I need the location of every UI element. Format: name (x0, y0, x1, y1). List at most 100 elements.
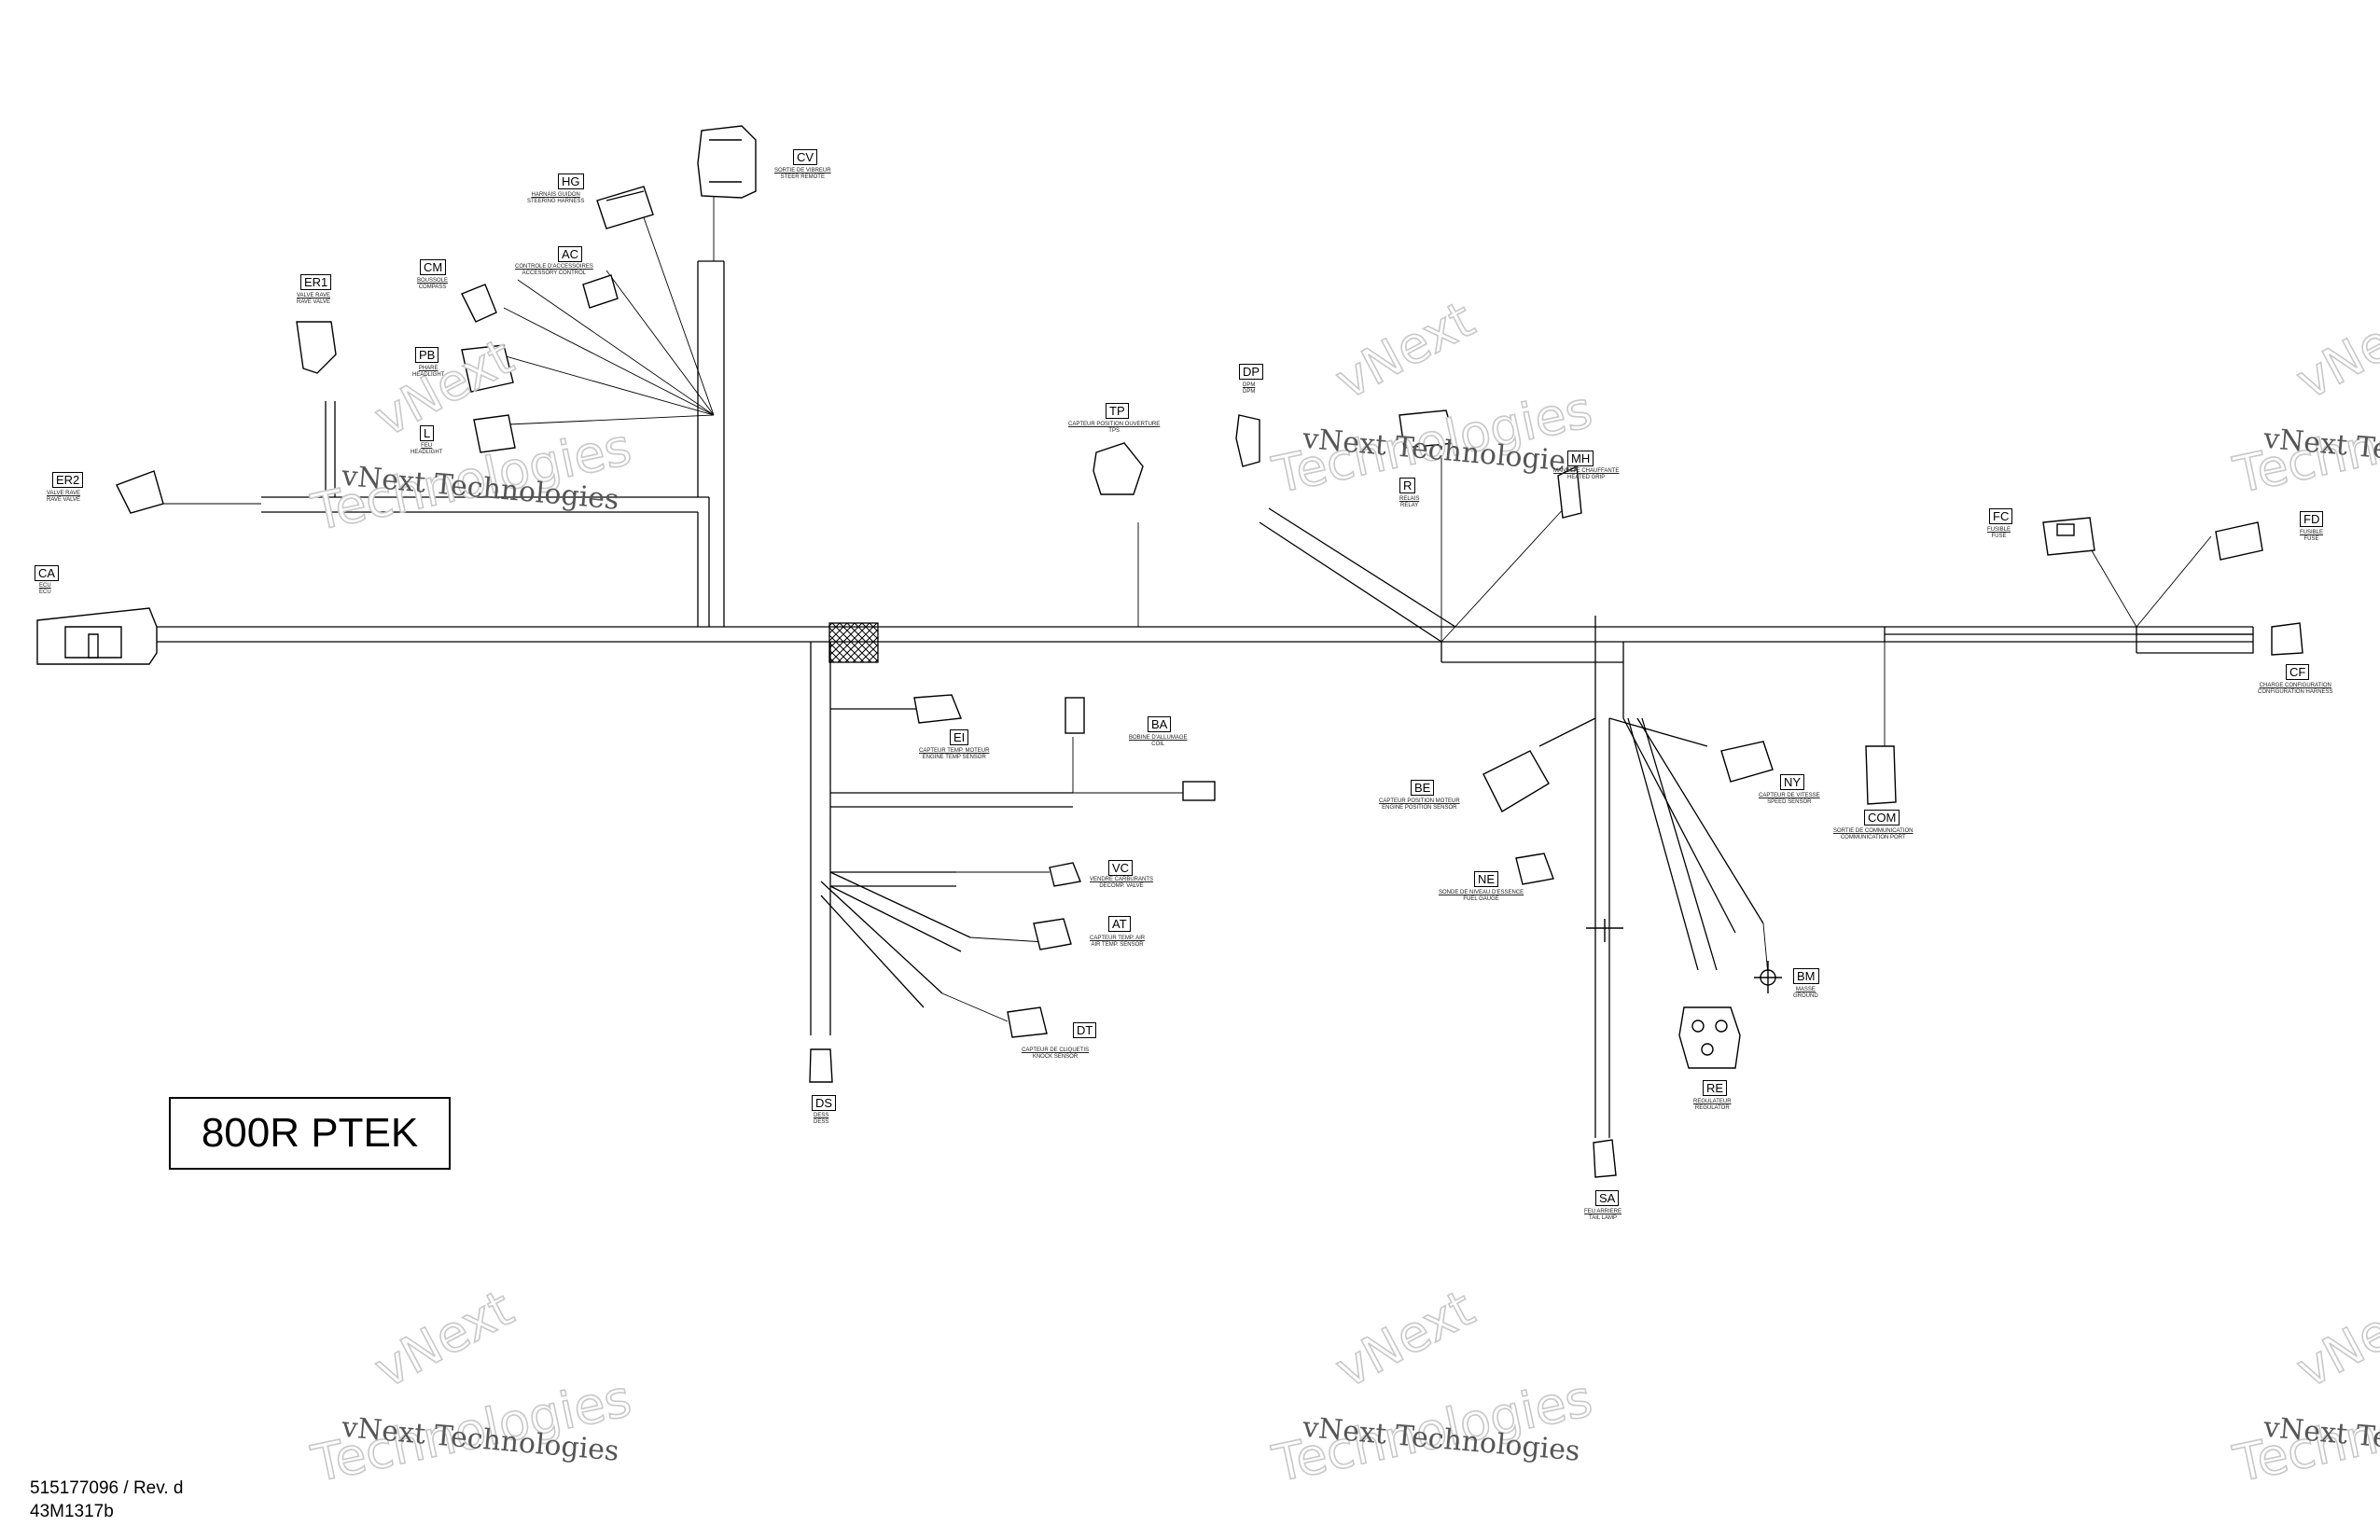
com-connector-body (1865, 745, 1897, 805)
branch-lower-left (810, 642, 831, 1035)
mh-connector-body (1557, 465, 1582, 519)
connector-code-mh: MH (1567, 451, 1594, 466)
connector-code-cv: CV (793, 149, 818, 165)
connector-code-ei: EI (950, 729, 969, 745)
watermarks: Technologies vNext vNext Technologies Te… (306, 289, 2380, 1494)
connector-code-r: R (1399, 478, 1416, 493)
r-connector-body (1399, 409, 1456, 449)
connector-code-re: RE (1703, 1080, 1728, 1096)
fc-connector-body (2042, 517, 2095, 556)
at-connector-body (1033, 918, 1072, 950)
tp-connector-body (1093, 442, 1144, 495)
connector-code-bm: BM (1793, 968, 1819, 984)
connector-code-at: AT (1108, 916, 1131, 932)
ac-connector-body (582, 274, 619, 309)
connector-code-dp: DP (1239, 364, 1264, 380)
watermark-1: Technologies vNext vNext Technologies (306, 326, 637, 543)
connector-code-ds: DS (812, 1095, 837, 1111)
connector-code-er2: ER2 (52, 472, 84, 488)
part-number: 515177096 / Rev. d (30, 1478, 184, 1498)
cm-connector-body (461, 284, 497, 323)
connector-code-dt: DT (1073, 1022, 1097, 1038)
connector-code-pb: PB (415, 347, 439, 363)
splice (828, 622, 879, 663)
connector-code-ba: BA (1148, 716, 1172, 732)
connector-code-cm: CM (420, 259, 447, 275)
fd-connector-body (2215, 521, 2263, 561)
connector-code-fc: FC (1989, 508, 2013, 524)
watermark-5: Technologies vNext vNext Technologies (1267, 1278, 1598, 1494)
svg-text:vNext: vNext (2287, 290, 2380, 411)
vc-connector-body (1049, 862, 1081, 887)
ecu-connector-body (36, 607, 158, 665)
ei-connector-body (913, 694, 962, 724)
branch-center-right (1441, 616, 1624, 718)
branch-top-left (261, 496, 709, 513)
fuel-pump-body (1586, 919, 1623, 942)
dt-connector-body (1007, 1006, 1048, 1038)
ds-connector-body (809, 1048, 833, 1083)
watermark-2: Technologies vNext vNext Technologies (1267, 289, 1598, 506)
bm-connector-body (1754, 961, 1782, 993)
harness-trunks (157, 260, 2254, 1138)
connector-code-er1: ER1 (300, 274, 332, 290)
connector-code-ne: NE (1474, 871, 1499, 887)
ne-connector-body (1515, 853, 1554, 885)
connector-code-l: L (420, 425, 435, 441)
svg-text:vNext: vNext (1326, 290, 1483, 411)
svg-text:vNext: vNext (365, 1279, 522, 1400)
connector-code-vc: VC (1108, 860, 1134, 876)
connector-code-tp: TP (1106, 403, 1129, 419)
watermark-6: Technologies vNext vNext Technologies (2228, 1278, 2380, 1494)
sa-connector-body (1593, 1139, 1617, 1178)
watermark-4: Technologies vNext vNext Technologies (306, 1278, 637, 1494)
connector-code-ac: AC (558, 246, 583, 262)
connector-code-sa: SA (1595, 1190, 1620, 1206)
pointer-lines (158, 149, 2212, 1022)
connector-code-cf: CF (2286, 664, 2310, 680)
cf-connector-body (2271, 622, 2303, 656)
ny-connector-body (1720, 741, 1774, 783)
drawing-number: 43M1317b (30, 1502, 114, 1521)
model-title: 800R PTEK (169, 1097, 451, 1170)
connector-code-hg: HG (558, 173, 584, 189)
er2-connector-body (116, 470, 164, 514)
pb-connector-body (461, 344, 514, 393)
dp-connector-body (1235, 414, 1260, 467)
connector-code-be: BE (1411, 780, 1435, 796)
connector-code-fd: FD (2300, 511, 2324, 527)
cv-connector-body (697, 125, 757, 199)
connector-code-ny: NY (1780, 774, 1805, 790)
ba-connector-body (1065, 697, 1216, 801)
connector-code-ca: CA (35, 565, 60, 581)
connector-bodies (36, 125, 2303, 1178)
